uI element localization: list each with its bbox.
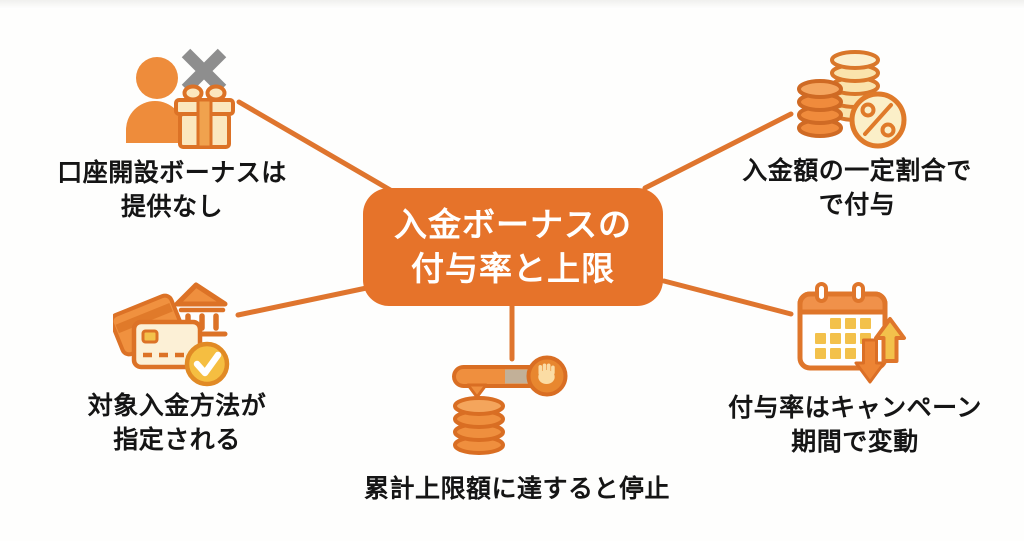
node-label-deposit-ratio: 入金額の一定割合で で付与 [712, 154, 1002, 222]
connector-top-left [236, 99, 395, 194]
node-label-cumulative-cap: 累計上限額に達すると停止 [352, 472, 682, 506]
label-line: 提供なし [120, 193, 223, 221]
coins-stop-icon [452, 355, 568, 455]
node-label-campaign-period: 付与率はキャンペーン 期間で変動 [710, 391, 1000, 459]
center-title-line2: 付与率と上限 [411, 250, 615, 287]
arrow-up [874, 317, 906, 363]
label-line: 付与率はキャンペーン [728, 394, 982, 422]
connector-mid-left [235, 283, 379, 318]
label-line: 対象入金方法が [87, 392, 267, 420]
cards-bank-check-icon [113, 282, 230, 387]
node-label-account-opening: 口座開設ボーナスは 提供なし [27, 156, 317, 224]
label-line: で付与 [818, 191, 896, 219]
node-label-payment-methods: 対象入金方法が 指定される [32, 389, 322, 457]
label-line: 累計上限額に達すると停止 [363, 475, 670, 503]
connector-bottom-right [661, 278, 794, 317]
connector-top-right [642, 111, 794, 191]
center-topic-box: 入金ボーナスの 付与率と上限 [363, 188, 663, 306]
label-line: 期間で変動 [791, 428, 919, 456]
coins-percent-icon [797, 50, 907, 149]
label-line: 指定される [113, 426, 241, 454]
center-title-line1: 入金ボーナスの [394, 206, 632, 244]
calendar-arrows-icon [797, 282, 906, 384]
label-line: 口座開設ボーナスは [57, 159, 287, 187]
arrow-down [854, 338, 886, 384]
person-no-bonus-icon [126, 48, 235, 149]
label-line: 入金額の一定割合で [742, 157, 972, 185]
